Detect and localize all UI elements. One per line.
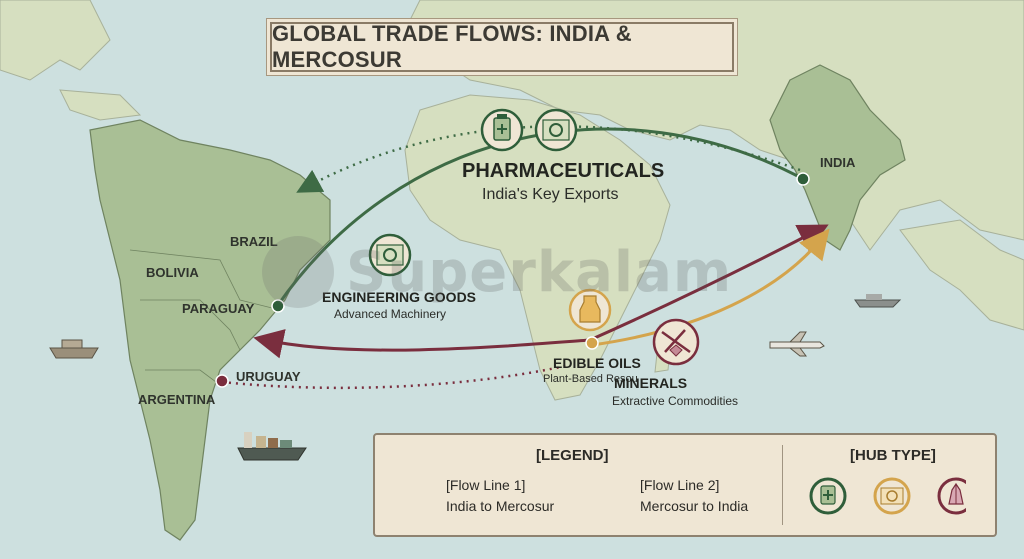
country-border: [145, 369, 221, 386]
flow-india-to-mercosur-dotted: [296, 125, 801, 193]
map-title: GLOBAL TRADE FLOWS: INDIA & MERCOSUR: [272, 21, 632, 72]
speedboat-icon: [854, 294, 902, 308]
medicine-bottle-icon: [480, 108, 524, 152]
southeast-asia-landmass: [899, 219, 1024, 331]
label-engineering-subtitle: Advanced Machinery: [334, 307, 447, 321]
label-engineering-goods: ENGINEERING GOODS: [322, 289, 477, 305]
flow-mercosur-to-india-up: [589, 224, 829, 342]
flow-mercosur-to-india-solid: [253, 329, 591, 359]
label-uruguay: URUGUAY: [236, 369, 301, 384]
hub-type-icons: [809, 477, 966, 515]
brazil-hub-node: [271, 299, 285, 313]
uruguay-hub-node: [215, 374, 229, 388]
label-pharmaceuticals: PHARMACEUTICALS: [462, 160, 665, 182]
label-india: INDIA: [820, 155, 856, 170]
caribbean-landmass: [59, 89, 142, 121]
label-argentina: ARGENTINA: [138, 392, 216, 407]
legend-flow2-label: [Flow Line 2]: [640, 477, 720, 493]
label-bolivia: BOLIVIA: [146, 265, 199, 280]
label-edible-oils: EDIBLE OILS: [553, 355, 641, 371]
oil-bottle-icon: [568, 288, 612, 332]
legend-flow1-label: [Flow Line 1]: [446, 477, 526, 493]
india-hub-node: [796, 172, 810, 186]
south-america-landmass: [89, 119, 331, 541]
ship-icon: [49, 339, 99, 359]
label-minerals-subtitle: Extractive Commodities: [612, 394, 739, 408]
country-border: [140, 299, 241, 351]
label-brazil: BRAZIL: [230, 234, 278, 249]
pickaxe-gem-icon: [652, 318, 700, 366]
legend-title: [LEGEND]: [536, 447, 609, 464]
cargo-ship-icon: [237, 432, 307, 461]
flow-edible-oils-gold: [591, 228, 830, 347]
hub-medicine-icon: [809, 477, 847, 515]
label-edible-oils-subtitle: Plant-Based Resou: [543, 373, 638, 385]
north-america-landmass: [0, 0, 111, 81]
engineering-gear-icon: [368, 233, 412, 277]
label-minerals: MINERALS: [614, 375, 688, 391]
map-title-banner: GLOBAL TRADE FLOWS: INDIA & MERCOSUR: [270, 21, 734, 72]
hub-blueprint-icon: [873, 477, 911, 515]
label-pharmaceuticals-subtitle: India's Key Exports: [482, 186, 619, 203]
gear-blueprint-icon: [534, 108, 578, 152]
legend-divider: [782, 445, 783, 525]
label-paraguay: PARAGUAY: [182, 301, 255, 316]
flow-mercosur-to-india-dotted: [221, 363, 571, 390]
crystal-icon: [937, 477, 966, 515]
africa-hub-node: [585, 336, 599, 350]
airplane-icon: [769, 331, 825, 357]
country-border: [129, 249, 281, 311]
india-landmass: [769, 64, 906, 251]
legend-mercosur-to-india: Mercosur to India: [640, 498, 749, 514]
legend-india-to-mercosur: India to Mercosur: [446, 498, 555, 514]
hub-type-title: [HUB TYPE]: [850, 447, 936, 464]
